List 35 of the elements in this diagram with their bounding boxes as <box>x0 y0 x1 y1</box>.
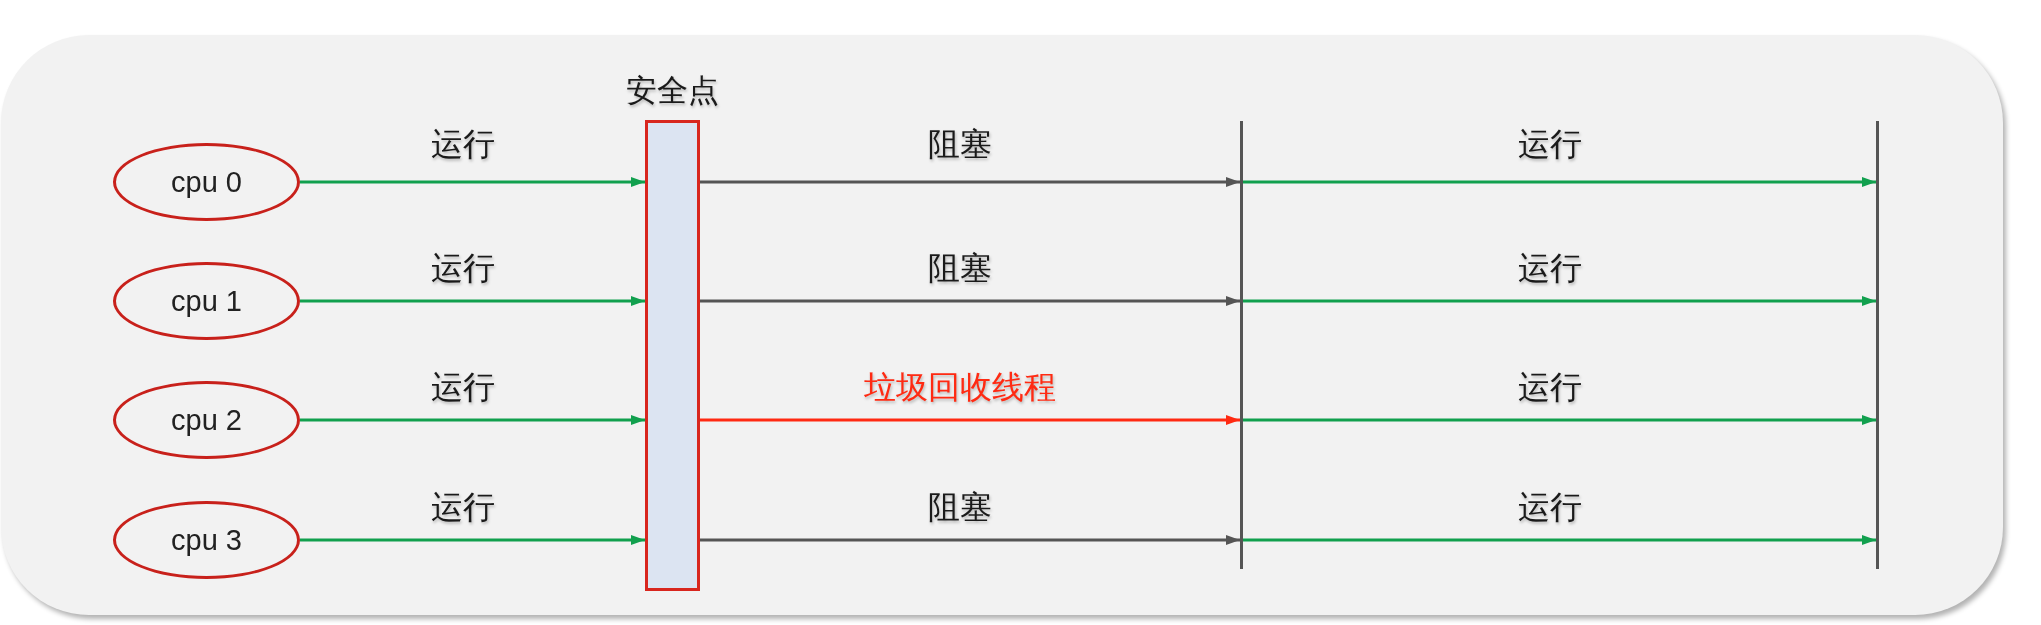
arrow <box>1243 296 1876 306</box>
cpu-label: cpu 0 <box>171 165 242 199</box>
edge-label: 运行 <box>1517 249 1582 287</box>
edge-label: 运行 <box>1517 488 1582 526</box>
arrow <box>300 296 645 306</box>
edge-label: 垃圾回收线程 <box>864 368 1056 406</box>
arrow <box>700 535 1240 545</box>
cpu-ellipse <box>113 501 300 579</box>
arrow <box>300 415 645 425</box>
cpu-ellipse <box>113 262 300 340</box>
cpu-label: cpu 1 <box>171 284 242 318</box>
arrow <box>700 415 1240 425</box>
arrow <box>1243 535 1876 545</box>
edge-label: 阻塞 <box>928 488 992 526</box>
arrow <box>300 535 645 545</box>
arrow <box>1243 177 1876 187</box>
cpu-ellipse <box>113 143 300 221</box>
edge-label: 运行 <box>430 249 495 287</box>
cpu-label: cpu 3 <box>171 523 242 557</box>
cpu-ellipse <box>113 381 300 459</box>
arrow <box>1243 415 1876 425</box>
vertical-line <box>1876 121 1879 569</box>
edge-label: 运行 <box>430 125 495 163</box>
edge-label: 运行 <box>1517 368 1582 406</box>
edge-label: 阻塞 <box>928 249 992 287</box>
vertical-line <box>1240 121 1243 569</box>
edge-label: 阻塞 <box>928 125 992 163</box>
arrow <box>700 177 1240 187</box>
edge-label: 运行 <box>430 488 495 526</box>
cpu-label: cpu 2 <box>171 403 242 437</box>
safepoint-heading: 安全点 <box>626 73 719 109</box>
edge-label: 运行 <box>1517 125 1582 163</box>
edge-label: 运行 <box>430 368 495 406</box>
arrow <box>300 177 645 187</box>
arrow <box>700 296 1240 306</box>
